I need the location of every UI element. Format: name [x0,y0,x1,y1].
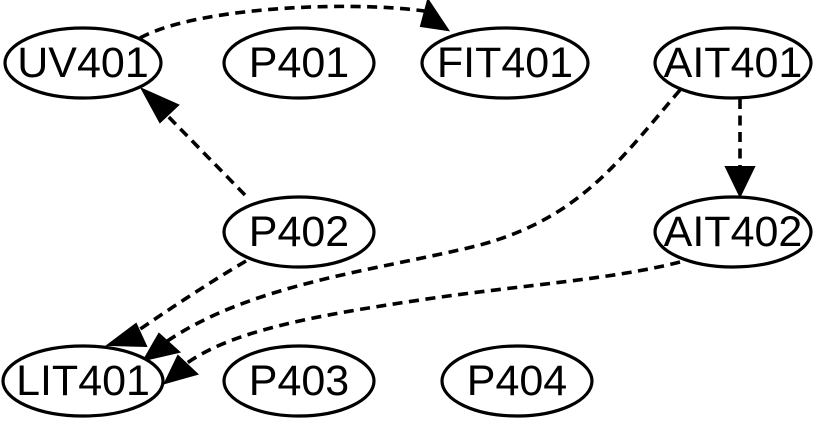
node-lit401: LIT401 [1,344,165,418]
node-ait401: AIT401 [653,26,813,100]
edge-ait401-lit401 [141,88,682,362]
node-p401: P401 [222,26,376,100]
node-p404: P404 [440,344,594,418]
arrowhead-fit401 [419,0,451,32]
edge-p402-uv401 [139,86,247,197]
node-label-ait401: AIT401 [664,39,803,87]
node-p403: P403 [222,344,376,418]
arrowhead-lit401-c [163,354,199,385]
node-ait402: AIT402 [653,195,813,269]
node-label-p403: P403 [249,357,349,405]
node-label-p404: P404 [467,357,567,405]
node-fit401: FIT401 [420,26,590,100]
edge-uv401-fit401 [139,0,451,40]
node-label-p402: P402 [249,208,349,256]
node-label-fit401: FIT401 [437,39,573,87]
edge-ait402-lit401 [163,260,681,385]
arrowhead-ait402 [724,166,756,199]
arrowhead-lit401-b [141,332,182,362]
node-label-lit401: LIT401 [16,357,150,405]
node-label-uv401: UV401 [17,39,148,87]
edge-p402-lit401 [105,259,247,348]
node-uv401: UV401 [3,26,163,100]
node-label-ait402: AIT402 [664,208,803,256]
arrowhead-lit401-a [105,322,148,348]
node-p402: P402 [222,195,376,269]
arrowhead-uv401 [139,86,180,124]
node-label-p401: P401 [249,39,349,87]
edge-ait401-ait402 [724,99,756,199]
